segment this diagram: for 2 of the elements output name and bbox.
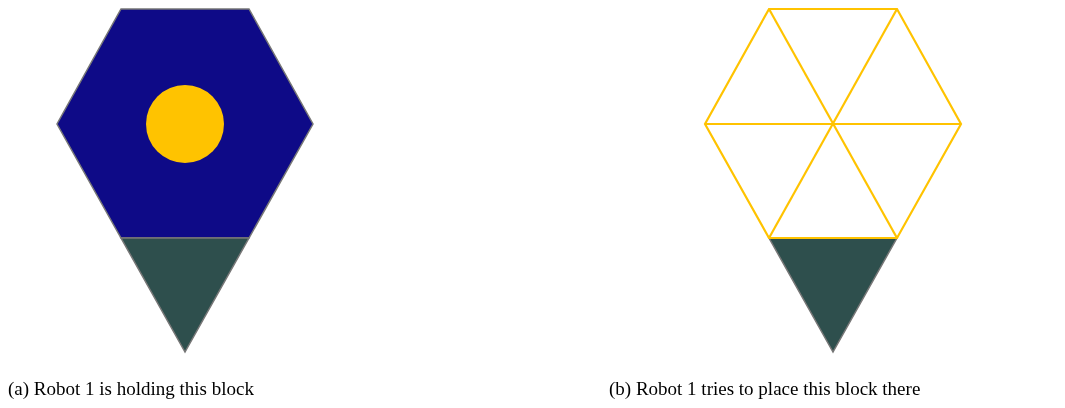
figure-caption: (a) Robot 1 is holding this block <box>8 378 254 400</box>
figure-caption: (b) Robot 1 tries to place this block there <box>609 378 921 400</box>
